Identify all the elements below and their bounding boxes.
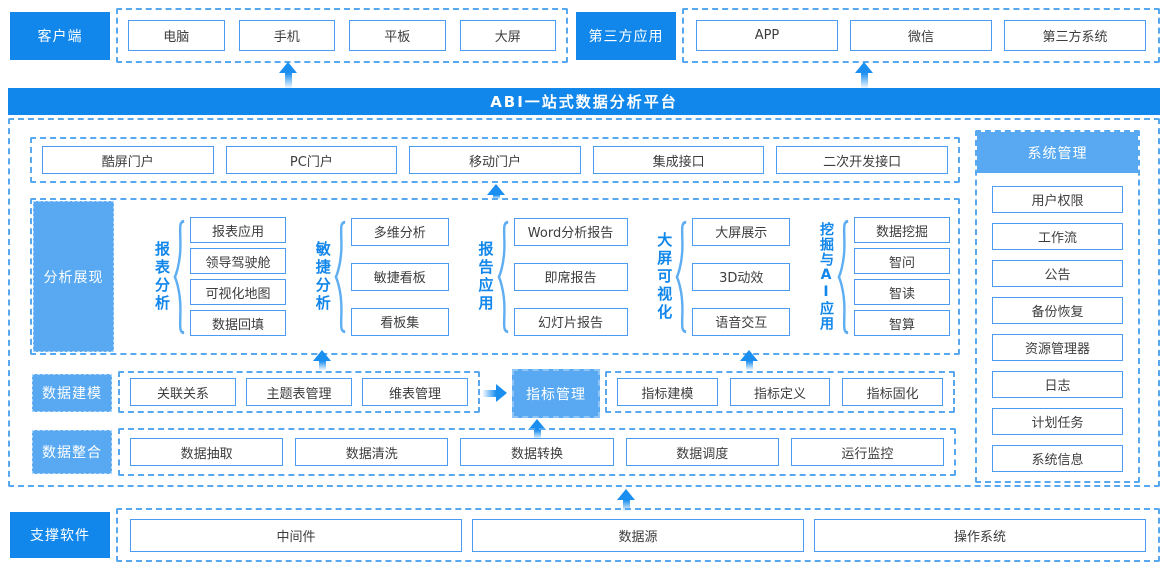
system-item: 日志 <box>992 371 1123 398</box>
modeling-section-label: 数据建模 <box>32 374 112 412</box>
analysis-item: 大屏展示 <box>692 217 791 246</box>
brace-icon <box>334 220 346 333</box>
modeling-item: 关联关系 <box>130 378 236 406</box>
indicator-container: 指标建模 指标定义 指标固化 <box>605 371 955 413</box>
third-party-item: 第三方系统 <box>1004 20 1146 51</box>
portal-item: 移动门户 <box>409 146 581 174</box>
indicator-item: 指标定义 <box>729 378 831 406</box>
group-label: 敏捷分析 <box>313 240 332 313</box>
analysis-container: 分析展现 报表分析 报表应用 领导驾驶舱 可视化地图 数据回填 敏捷分析 多维分… <box>30 198 960 355</box>
system-item: 用户权限 <box>992 186 1123 213</box>
arrow-up-icon <box>740 350 758 370</box>
modeling-item: 维表管理 <box>362 378 468 406</box>
platform-container <box>8 118 1160 487</box>
analysis-item: 3D动效 <box>692 262 791 291</box>
portal-item: 酷屏门户 <box>42 146 214 174</box>
support-container: 中间件 数据源 操作系统 <box>116 508 1160 562</box>
integration-item: 数据抽取 <box>130 438 284 466</box>
system-item: 备份恢复 <box>992 297 1123 324</box>
system-section-label: 系统管理 <box>977 132 1138 173</box>
analysis-section-label: 分析展现 <box>33 201 114 352</box>
group-label: 大屏可视化 <box>655 231 674 322</box>
indicator-item: 指标建模 <box>617 378 718 406</box>
analysis-item: 数据挖掘 <box>854 217 950 243</box>
analysis-item: 智读 <box>854 279 950 305</box>
analysis-item: Word分析报告 <box>513 217 628 246</box>
system-item: 计划任务 <box>992 408 1123 435</box>
support-item: 数据源 <box>472 518 804 552</box>
client-item: 大屏 <box>459 20 556 51</box>
integration-container: 数据抽取 数据清洗 数据转换 数据调度 运行监控 <box>118 428 956 476</box>
system-items: 用户权限 工作流 公告 备份恢复 资源管理器 日志 计划任务 系统信息 <box>992 186 1123 472</box>
portal-item: 二次开发接口 <box>776 146 948 174</box>
arrow-up-icon <box>487 184 505 199</box>
arrow-up-icon <box>617 489 635 511</box>
portal-container: 酷屏门户 PC门户 移动门户 集成接口 二次开发接口 <box>30 137 960 183</box>
analysis-group-ai: 挖掘与AI应用 数据挖掘 智问 智读 智算 <box>818 217 950 336</box>
analysis-group-agile: 敏捷分析 多维分析 敏捷看板 看板集 <box>313 217 449 336</box>
analysis-group-report: 报表分析 报表应用 领导驾驶舱 可视化地图 数据回填 <box>153 217 286 336</box>
analysis-groups: 报表分析 报表应用 领导驾驶舱 可视化地图 数据回填 敏捷分析 多维分析 敏捷看… <box>153 200 950 353</box>
analysis-item: 看板集 <box>350 307 449 336</box>
analysis-item: 幻灯片报告 <box>513 307 628 336</box>
brace-icon <box>837 219 849 334</box>
analysis-item: 智算 <box>854 310 950 336</box>
indicator-management-label: 指标管理 <box>512 369 600 418</box>
modeling-container: 关联关系 主题表管理 维表管理 <box>118 371 480 413</box>
arrow-up-icon <box>279 62 297 88</box>
analysis-item: 数据回填 <box>190 310 286 336</box>
integration-item: 数据调度 <box>625 438 779 466</box>
third-party-section-label: 第三方应用 <box>576 12 676 60</box>
third-party-item: 微信 <box>850 20 992 51</box>
system-item: 系统信息 <box>992 445 1123 472</box>
platform-banner: ABI一站式数据分析平台 <box>8 88 1160 115</box>
arrow-right-icon <box>483 384 507 402</box>
system-item: 资源管理器 <box>992 334 1123 361</box>
arrow-up-icon <box>313 350 331 370</box>
analysis-item: 即席报告 <box>513 262 628 291</box>
system-item: 公告 <box>992 260 1123 287</box>
brace-icon <box>496 220 508 333</box>
analysis-group-bigscreen: 大屏可视化 大屏展示 3D动效 语音交互 <box>655 217 791 336</box>
analysis-item: 敏捷看板 <box>350 262 449 291</box>
group-label: 报表分析 <box>153 240 171 313</box>
analysis-item: 领导驾驶舱 <box>190 248 286 274</box>
portal-item: PC门户 <box>225 146 398 174</box>
brace-icon <box>173 219 185 334</box>
group-label: 挖掘与AI应用 <box>818 222 834 331</box>
analysis-item: 语音交互 <box>692 307 791 336</box>
analysis-item: 报表应用 <box>190 217 286 243</box>
analysis-group-reporting: 报告应用 Word分析报告 即席报告 幻灯片报告 <box>476 217 628 336</box>
portal-item: 集成接口 <box>592 146 765 174</box>
arrow-up-icon <box>528 419 546 439</box>
client-item: 电脑 <box>128 20 225 51</box>
client-section-label: 客户端 <box>10 12 110 60</box>
support-section-label: 支撑软件 <box>10 512 110 558</box>
brace-icon <box>675 220 687 333</box>
support-item: 中间件 <box>130 518 462 552</box>
arrow-up-icon <box>855 62 873 88</box>
analysis-item: 智问 <box>854 248 950 274</box>
group-label: 报告应用 <box>476 240 495 313</box>
client-item: 平板 <box>349 20 446 51</box>
analysis-item: 可视化地图 <box>190 279 286 305</box>
client-item: 手机 <box>238 20 335 51</box>
client-container: 电脑 手机 平板 大屏 <box>116 8 568 63</box>
system-item: 工作流 <box>992 223 1123 250</box>
support-item: 操作系统 <box>814 518 1146 552</box>
analysis-item: 多维分析 <box>350 217 449 246</box>
third-party-container: APP 微信 第三方系统 <box>682 8 1160 63</box>
integration-item: 数据清洗 <box>295 438 449 466</box>
indicator-item: 指标固化 <box>842 378 944 406</box>
modeling-item: 主题表管理 <box>246 378 352 406</box>
third-party-item: APP <box>696 20 838 51</box>
integration-section-label: 数据整合 <box>32 430 112 474</box>
integration-item: 运行监控 <box>790 438 945 466</box>
integration-item: 数据转换 <box>460 438 614 466</box>
system-container: 系统管理 用户权限 工作流 公告 备份恢复 资源管理器 日志 计划任务 系统信息 <box>975 130 1140 483</box>
